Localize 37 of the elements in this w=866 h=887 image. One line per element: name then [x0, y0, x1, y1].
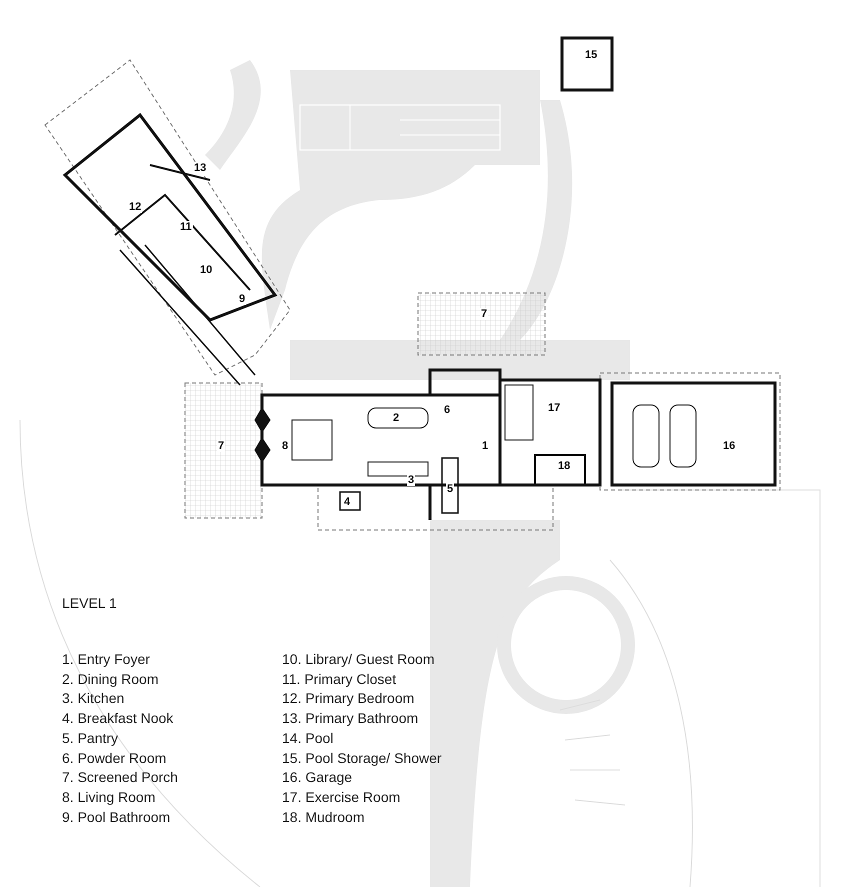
room-number: 1 [481, 440, 490, 452]
room-list-item: 8. Living Room [62, 788, 156, 805]
room-number: 3 [407, 474, 416, 486]
room-number: 9 [238, 293, 246, 305]
room-number: 10 [199, 264, 214, 276]
room-number: 13 [193, 162, 208, 174]
room-list-item: 14. Pool [282, 730, 334, 746]
room-list-item: 6. Powder Room [62, 750, 166, 766]
room-list-item: 15. Pool Storage/ Shower [282, 750, 442, 766]
room-number: 6 [443, 404, 452, 416]
room-list-item: 18. Mudroom [282, 808, 364, 825]
room-number: 7 [217, 440, 226, 452]
room-number: 8 [281, 440, 290, 452]
room-list-item: 11. Primary Closet [282, 670, 396, 687]
room-list-item: 13. Primary Bathroom [282, 710, 418, 726]
room-list-item: 2. Dining Room [62, 670, 158, 687]
room-list-item: 4. Breakfast Nook [62, 710, 174, 726]
room-number: 7 [480, 308, 488, 320]
room-list-item: 1. Entry Foyer [62, 651, 150, 667]
room-list-item: 7. Screened Porch [62, 769, 178, 786]
room-number: 15 [584, 49, 598, 61]
plan-title: LEVEL 1 [62, 595, 117, 611]
room-list-item: 10. Library/ Guest Room [282, 651, 435, 667]
room-number: 2 [392, 412, 400, 424]
room-number: 11 [179, 221, 193, 233]
room-number: 4 [343, 496, 352, 508]
room-number: 12 [128, 201, 142, 213]
room-list-item: 12. Primary Bedroom [282, 690, 414, 706]
room-number: 17 [547, 402, 562, 414]
room-list-item: 5. Pantry [62, 730, 118, 746]
room-list-item: 17. Exercise Room [282, 788, 400, 805]
room-number: 18 [557, 460, 572, 472]
room-list-item: 9. Pool Bathroom [62, 808, 170, 825]
room-number: 5 [446, 483, 454, 495]
room-list-item: 16. Garage [282, 769, 352, 786]
room-number: 16 [722, 440, 736, 452]
room-list-item: 3. Kitchen [62, 690, 124, 706]
